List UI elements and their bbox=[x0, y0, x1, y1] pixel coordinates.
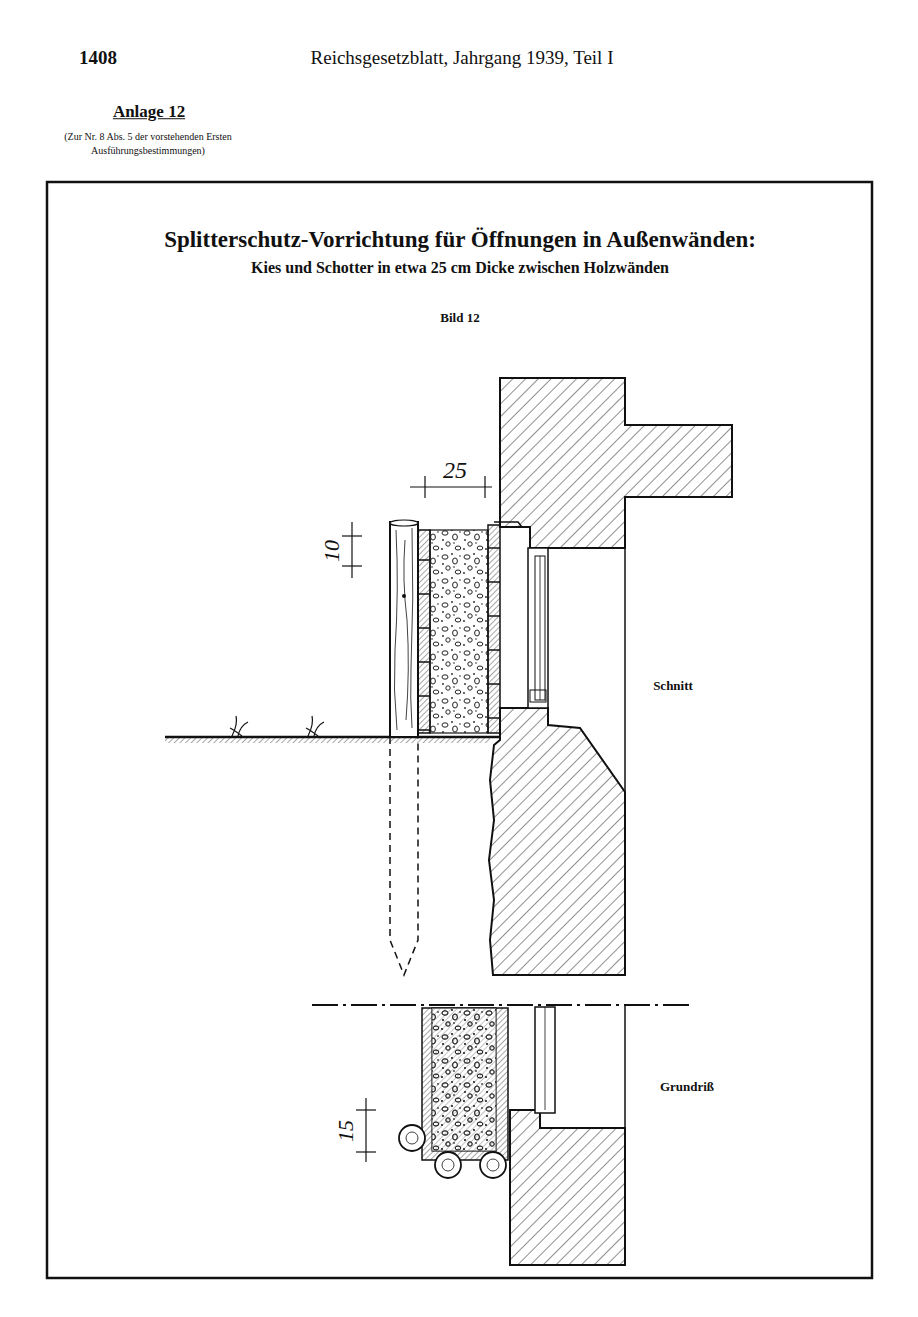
board-wall bbox=[488, 525, 500, 733]
figure-subtitle: Kies und Schotter in etwa 25 cm Dicke zw… bbox=[251, 259, 669, 277]
section-line bbox=[312, 1004, 692, 1006]
board-box bbox=[422, 1008, 508, 1160]
dimension-label: 25 bbox=[441, 457, 469, 485]
running-header: Reichsgesetzblatt, Jahrgang 1939, Teil I bbox=[311, 47, 614, 69]
annex-number: Anlage 12 bbox=[113, 102, 185, 122]
view-label: Grundriß bbox=[660, 1080, 714, 1095]
board-wall bbox=[418, 530, 430, 733]
figure-number: Bild 12 bbox=[440, 311, 479, 326]
wall-section bbox=[500, 378, 732, 548]
grass bbox=[306, 716, 324, 736]
figure-title: Splitterschutz-Vorrichtung für Öffnungen… bbox=[164, 227, 756, 253]
window-frame bbox=[528, 548, 548, 708]
dimension-label: 10 bbox=[319, 538, 344, 564]
timber-post bbox=[390, 522, 418, 737]
grass bbox=[230, 716, 248, 736]
gravel-fill bbox=[432, 1008, 496, 1151]
wall-section bbox=[489, 708, 625, 975]
page-number: 1408 bbox=[79, 47, 117, 69]
dimension-label: 15 bbox=[333, 1118, 358, 1144]
window-frame bbox=[535, 1007, 555, 1113]
annex-reference: (Zur Nr. 8 Abs. 5 der vorstehenden Erste… bbox=[48, 130, 248, 157]
post-underground bbox=[390, 737, 418, 975]
log-posts bbox=[399, 1125, 506, 1178]
wall-plan bbox=[510, 1110, 625, 1265]
fastening bbox=[494, 522, 522, 527]
ground-line bbox=[165, 736, 500, 739]
view-label: Schnitt bbox=[653, 679, 693, 694]
gravel-fill bbox=[430, 530, 488, 733]
page-frame bbox=[47, 182, 872, 1278]
